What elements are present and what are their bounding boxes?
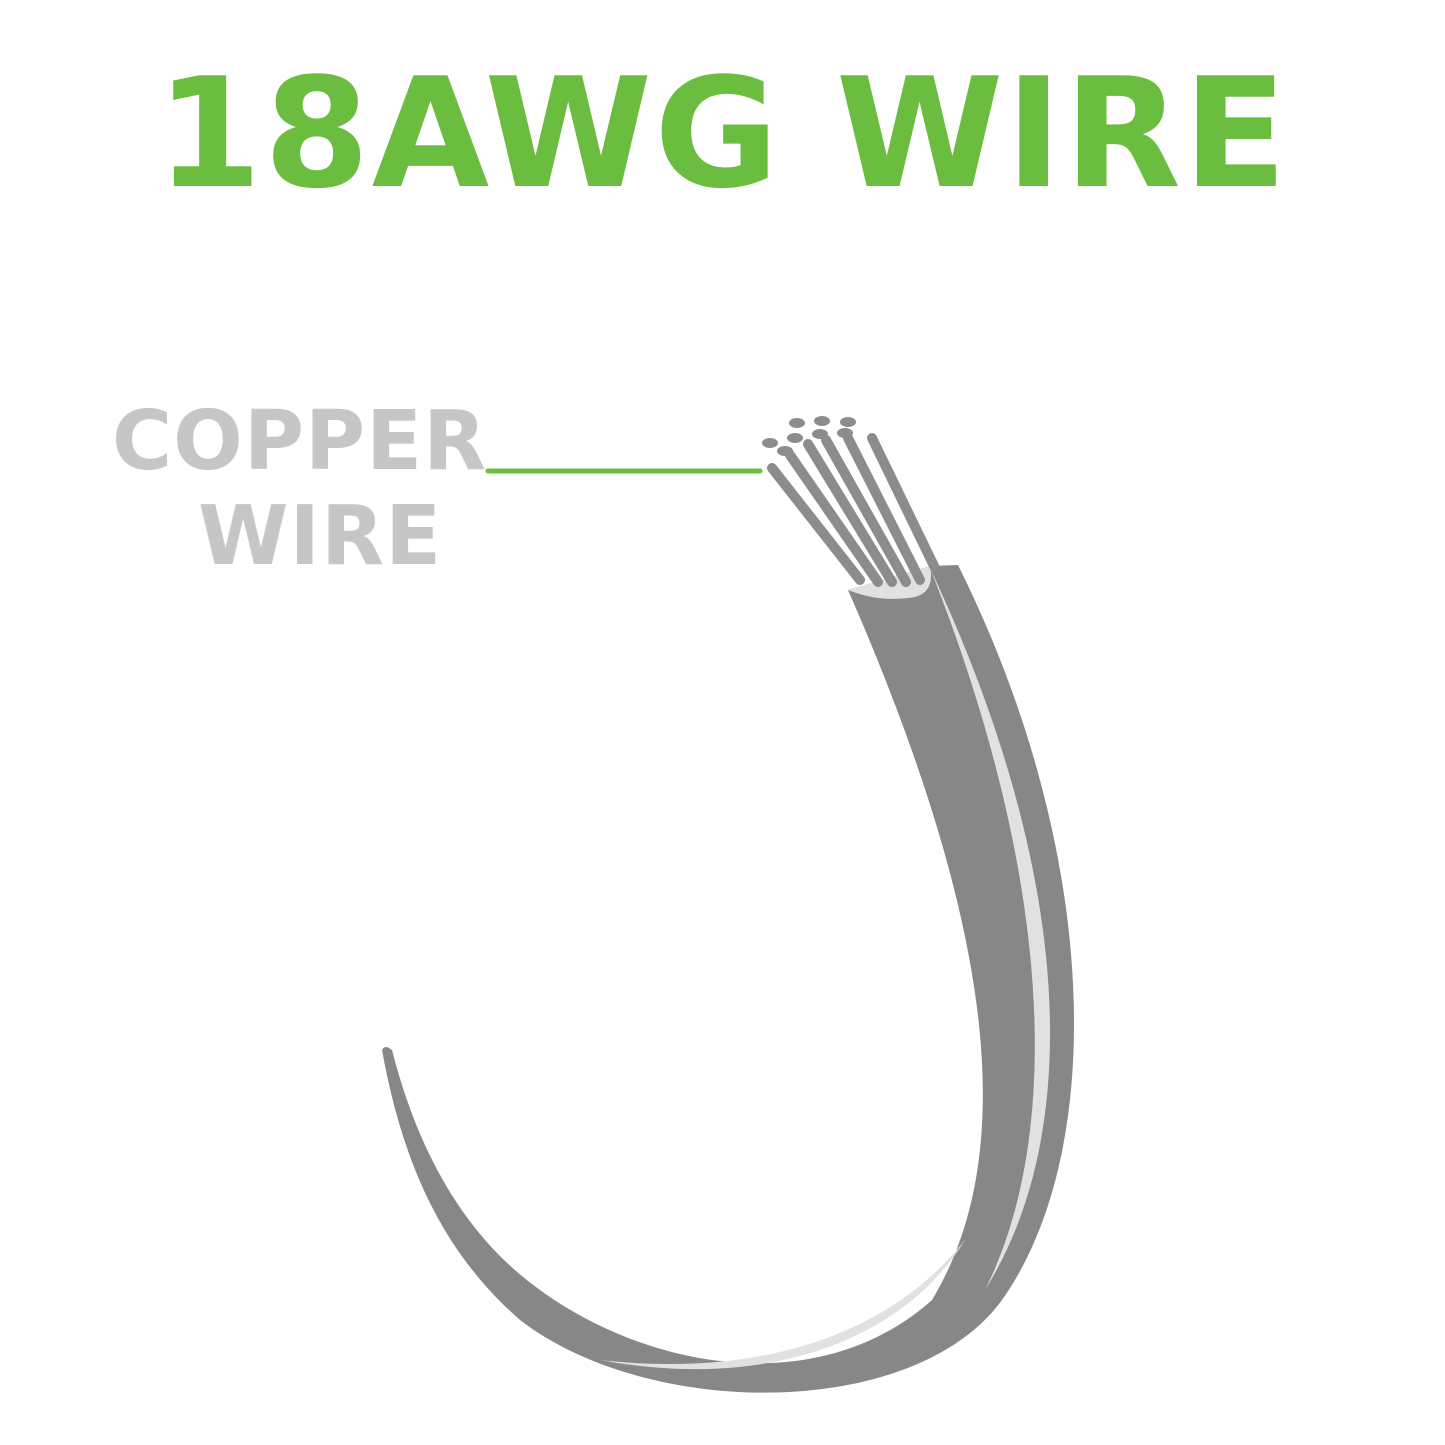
strand [767,463,865,585]
strand-end [812,429,828,439]
strand-end [787,433,803,443]
strand-end [762,438,778,448]
wire-insulation [382,565,1075,1393]
strand [867,433,939,571]
strand [803,439,897,587]
strand-end [837,428,853,438]
callout-line-1: COPPER [112,394,488,489]
strand [785,450,883,587]
callout-label-copper-wire: COPPER WIRE [112,394,488,585]
strand [843,433,925,585]
callout-line-2: WIRE [198,489,443,585]
strand-ends [762,416,856,456]
strand-end [789,418,805,428]
copper-strands-icon [767,433,939,587]
wire-icon [382,565,1075,1393]
strand [821,435,911,587]
strand-end [840,417,856,427]
strand-end [777,446,793,456]
page-title: 18AWG WIRE [156,45,1289,222]
strand-end [814,416,830,426]
